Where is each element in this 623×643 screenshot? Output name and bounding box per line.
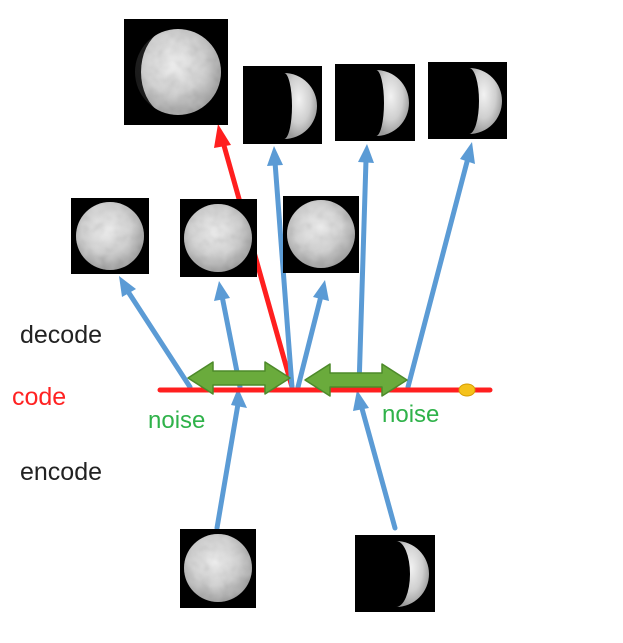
arrows-layer (119, 124, 475, 531)
decode-arrow-half-c (405, 142, 475, 390)
half-moon-icon (428, 62, 507, 139)
half-moon-icon (335, 64, 415, 141)
encode-arrow-left (214, 388, 247, 531)
decode-arrow-moon-a (119, 276, 193, 390)
decode-label: decode (20, 321, 102, 349)
decode-arrow-red (214, 124, 295, 390)
noise-label-left: noise (148, 407, 205, 434)
gibbous-moon-icon (124, 19, 228, 125)
code-label: code (12, 383, 66, 411)
half-moon-icon (243, 66, 322, 144)
decode-arrow-half-b (356, 144, 374, 390)
code-point-marker (458, 383, 476, 397)
decode-arrow-moon-c (295, 280, 329, 390)
full-moon-icon (180, 529, 256, 608)
full-moon-icon (71, 198, 149, 274)
decode-arrow-half-a (267, 146, 295, 390)
crescent-moon-icon (355, 535, 435, 612)
full-moon-icon (283, 196, 359, 273)
noise-label-right: noise (382, 401, 439, 428)
noise-arrow-left (187, 361, 291, 395)
full-moon-icon (180, 199, 257, 277)
noise-arrow-right (304, 363, 408, 397)
encode-arrow-right (353, 390, 398, 531)
encode-label: encode (20, 458, 102, 486)
